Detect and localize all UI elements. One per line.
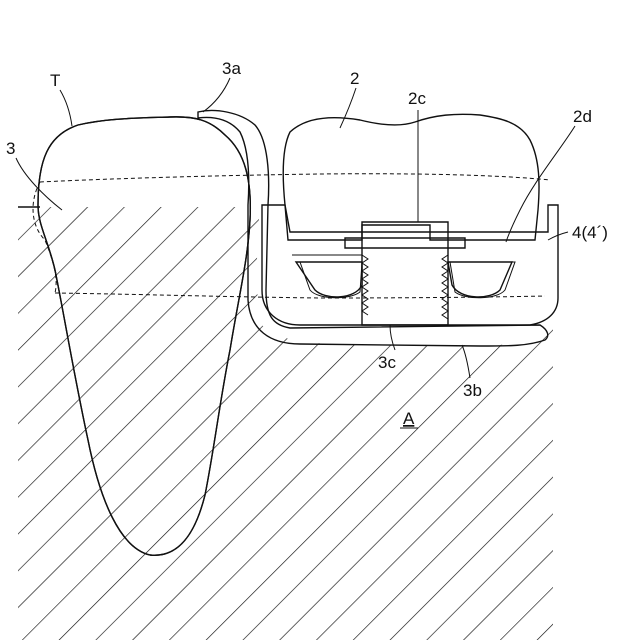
label-crown-post: 2c [408, 89, 426, 108]
crown-right-lug [448, 262, 512, 297]
leader-tooth [60, 90, 72, 126]
label-splint: 3 [6, 139, 15, 158]
screw-threads-right [442, 255, 448, 319]
artificial-crown [283, 114, 539, 240]
label-base: 4(4´) [572, 223, 608, 242]
label-crown-side: 2d [573, 107, 592, 126]
label-splint-edge: 3a [222, 59, 241, 78]
screw-threads-left [362, 255, 368, 315]
label-screw-part: 3c [378, 353, 396, 372]
label-tooth: T [50, 71, 60, 90]
jaw-bone [18, 207, 553, 640]
label-crown: 2 [350, 69, 359, 88]
leader-crown-side [506, 126, 575, 242]
label-jaw: A [403, 409, 415, 428]
leader-crown [340, 88, 356, 128]
label-splint-bottom: 3b [463, 381, 482, 400]
leader-splint-edge [203, 78, 230, 112]
